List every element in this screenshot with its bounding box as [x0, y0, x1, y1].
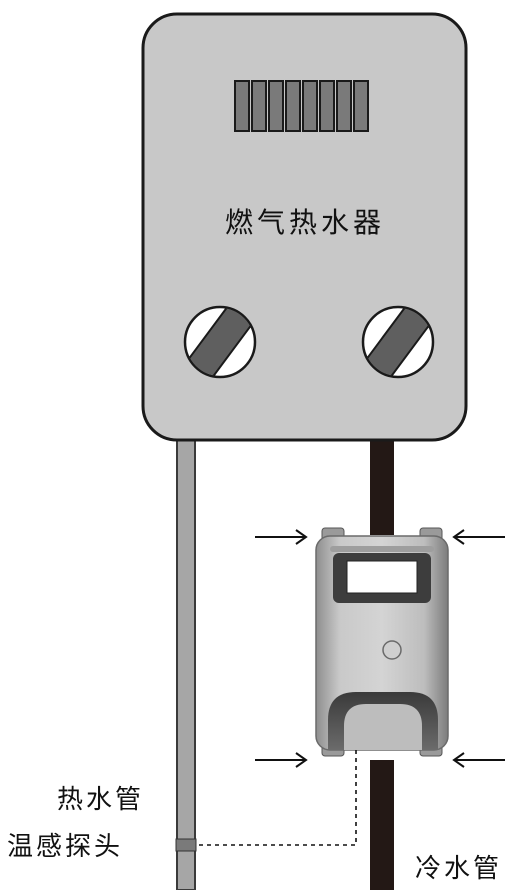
arrow-right-icon — [255, 529, 308, 545]
heater-label: 燃气热水器 — [225, 206, 385, 239]
temp-probe-label: 温感探头 — [7, 832, 123, 862]
cold-pipe-label: 冷水管 — [415, 854, 502, 884]
cold-water-pipe-lower — [370, 760, 394, 890]
sensor-wire — [195, 750, 357, 846]
arrow-right-icon — [255, 752, 308, 768]
arrow-left-icon — [452, 752, 505, 768]
vent-bars-icon — [234, 80, 369, 132]
arrow-left-icon — [452, 529, 505, 545]
valve-icon — [183, 305, 257, 379]
hot-pipe-label: 热水管 — [57, 785, 144, 815]
valve-icon — [361, 305, 435, 379]
temp-probe-marker — [175, 838, 197, 852]
pump-display-screen — [346, 560, 418, 594]
hot-water-pipe — [176, 419, 196, 890]
gas-water-heater: 燃气热水器 — [141, 12, 468, 442]
booster-pump — [315, 527, 449, 757]
pump-power-button — [382, 640, 402, 660]
